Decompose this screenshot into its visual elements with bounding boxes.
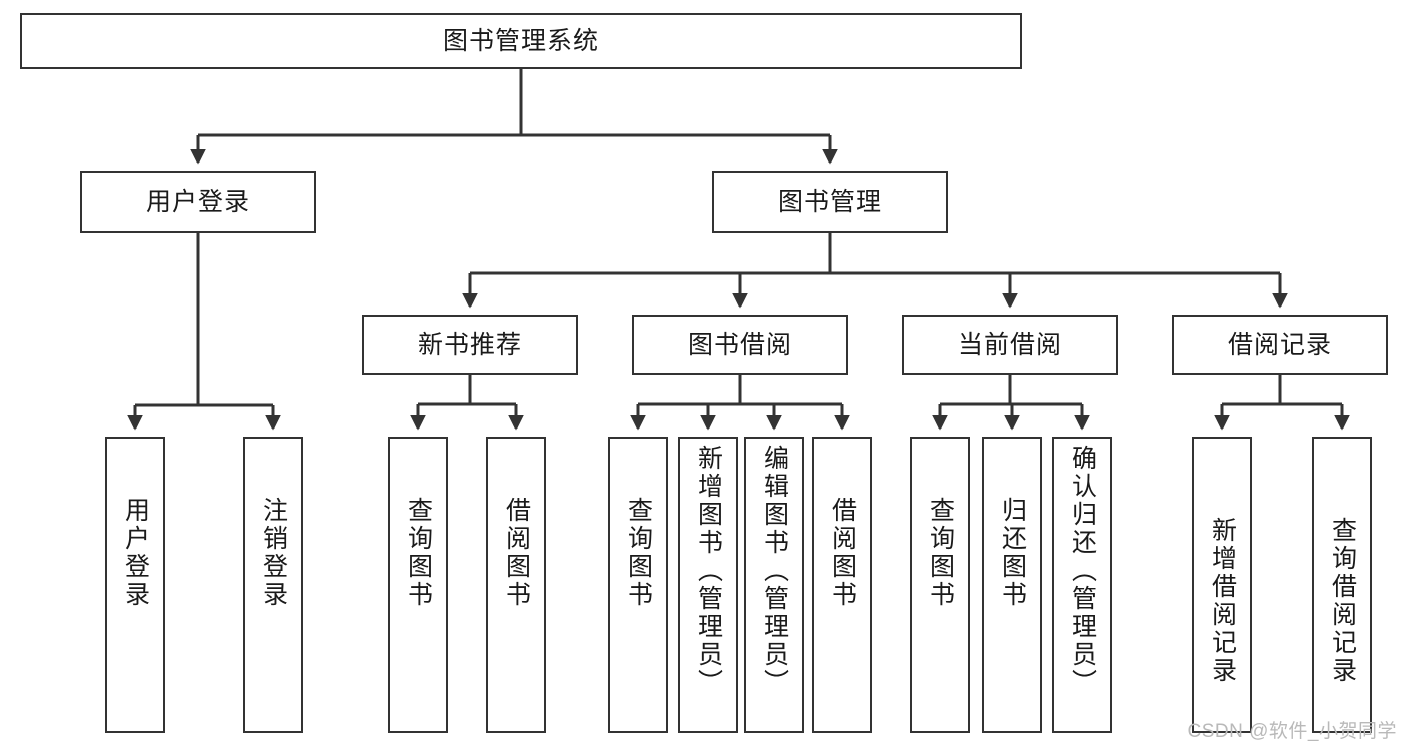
node-leaf-add-borrow-record-label: 新增借阅记录 <box>1208 517 1237 685</box>
node-leaf-query-borrow-record-label: 查询借阅记录 <box>1328 517 1357 685</box>
node-leaf-query-book-3-label: 查询图书 <box>926 497 955 609</box>
node-leaf-borrow-book-1[interactable]: 借阅图书 <box>486 437 546 733</box>
node-leaf-user-logout[interactable]: 注销登录 <box>243 437 303 733</box>
node-leaf-edit-book-admin[interactable]: 编辑图书（管理员） <box>744 437 804 733</box>
node-leaf-add-borrow-record[interactable]: 新增借阅记录 <box>1192 437 1252 733</box>
node-leaf-edit-book-admin-label: 编辑图书（管理员） <box>760 445 789 697</box>
node-leaf-query-book-3[interactable]: 查询图书 <box>910 437 970 733</box>
node-leaf-add-book-admin-label: 新增图书（管理员） <box>694 445 723 697</box>
node-leaf-query-book-1[interactable]: 查询图书 <box>388 437 448 733</box>
node-leaf-query-book-2-label: 查询图书 <box>624 497 653 609</box>
node-leaf-query-book-1-label: 查询图书 <box>404 497 433 609</box>
node-current-borrow-label: 当前借阅 <box>957 331 1062 359</box>
node-user-login-label: 用户登录 <box>145 188 250 216</box>
node-root[interactable]: 图书管理系统 <box>20 13 1022 69</box>
node-leaf-user-logout-label: 注销登录 <box>259 497 288 609</box>
node-current-borrow[interactable]: 当前借阅 <box>902 315 1118 375</box>
node-leaf-user-login[interactable]: 用户登录 <box>105 437 165 733</box>
node-leaf-query-book-2[interactable]: 查询图书 <box>608 437 668 733</box>
node-user-login[interactable]: 用户登录 <box>80 171 316 233</box>
node-new-book-recommend-label: 新书推荐 <box>417 331 522 359</box>
node-borrow-record-label: 借阅记录 <box>1227 331 1332 359</box>
node-root-label: 图书管理系统 <box>442 27 599 55</box>
node-leaf-confirm-return-admin[interactable]: 确认归还（管理员） <box>1052 437 1112 733</box>
node-leaf-borrow-book-2[interactable]: 借阅图书 <box>812 437 872 733</box>
node-leaf-borrow-book-1-label: 借阅图书 <box>502 497 531 609</box>
node-leaf-user-login-label: 用户登录 <box>121 497 150 609</box>
node-leaf-query-borrow-record[interactable]: 查询借阅记录 <box>1312 437 1372 733</box>
node-book-borrow-label: 图书借阅 <box>687 331 792 359</box>
csdn-watermark: CSDN @软件_小贺同学 <box>1187 721 1397 742</box>
node-leaf-confirm-return-admin-label: 确认归还（管理员） <box>1068 445 1097 697</box>
node-new-book-recommend[interactable]: 新书推荐 <box>362 315 578 375</box>
node-book-manage[interactable]: 图书管理 <box>712 171 948 233</box>
node-leaf-return-book[interactable]: 归还图书 <box>982 437 1042 733</box>
node-leaf-borrow-book-2-label: 借阅图书 <box>828 497 857 609</box>
node-book-manage-label: 图书管理 <box>777 188 882 216</box>
node-book-borrow[interactable]: 图书借阅 <box>632 315 848 375</box>
node-leaf-add-book-admin[interactable]: 新增图书（管理员） <box>678 437 738 733</box>
node-leaf-return-book-label: 归还图书 <box>998 497 1027 609</box>
node-borrow-record[interactable]: 借阅记录 <box>1172 315 1388 375</box>
